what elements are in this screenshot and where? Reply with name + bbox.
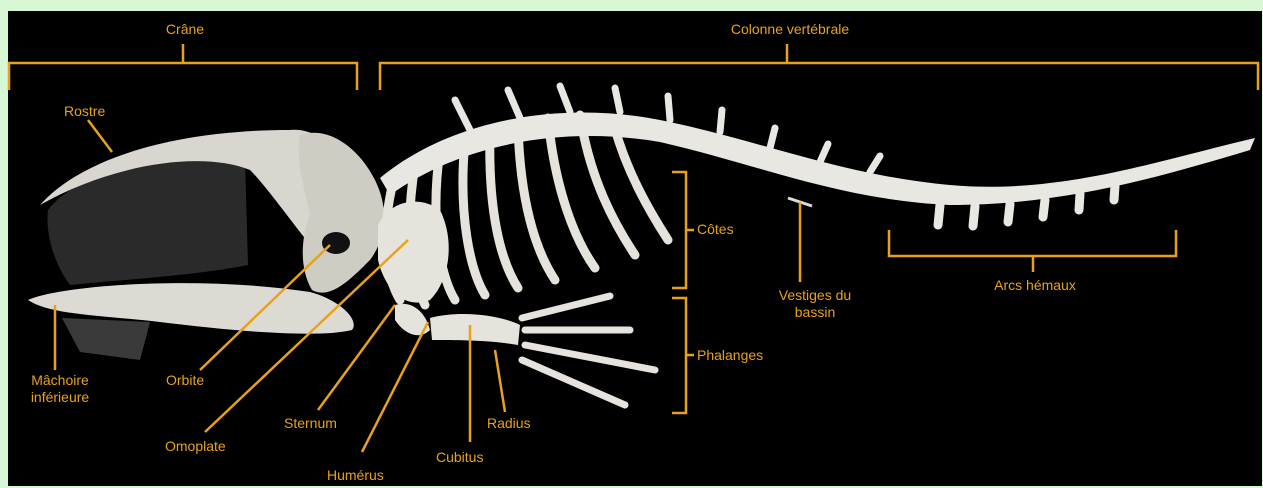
orbit-socket [322,232,350,254]
digit [522,360,625,405]
haemal-arch [938,205,940,225]
omoplate-label: Omoplate [165,438,226,455]
vertebral-column [380,112,1255,205]
rib [463,140,485,295]
colonne-bracket [380,44,1258,90]
spine [770,128,775,148]
sternum-label: Sternum [284,415,337,432]
scapula-bone [378,202,449,303]
machoire-label-line1: Mâchoire [20,372,100,389]
machoire-label: Mâchoire inférieure [20,372,100,406]
vestiges-label-line2: bassin [760,304,870,321]
rib [490,132,518,288]
haemal-arch [1043,200,1045,217]
arcs-bracket [889,230,1176,272]
baleen-lower [62,318,150,360]
vestiges-label-line1: Vestiges du [760,287,870,304]
radius-label: Radius [487,415,531,432]
spine [668,96,670,120]
haemal-arch [1114,186,1115,200]
digit [522,296,610,318]
humerus-leader [362,322,428,452]
arcs-label: Arcs hémaux [975,277,1095,294]
crane-label: Crâne [150,21,220,38]
vestiges-label: Vestiges du bassin [760,287,870,321]
spine [720,110,722,132]
orbite-label: Orbite [166,372,204,389]
humerus-label: Humérus [327,467,384,484]
cotes-label: Côtes [697,221,734,238]
spine [455,100,470,130]
spine [508,90,520,118]
haemal-arch [973,206,975,226]
haemal-arch [1008,204,1010,222]
machoire-label-line2: inférieure [20,389,100,406]
spine [560,86,570,112]
crane-bracket [9,44,357,90]
skull-cranium [299,133,384,293]
cubitus-label: Cubitus [436,449,483,466]
spine [820,144,828,162]
rostre-label: Rostre [64,103,105,120]
phalanges-label: Phalanges [697,347,763,364]
colonne-label: Colonne vertébrale [700,21,880,38]
spine [870,156,880,172]
rostre-leader [88,120,112,152]
haemal-arch [1079,194,1080,210]
phalanges-bracket [672,298,694,413]
cotes-bracket [672,172,694,288]
spine [615,88,620,112]
phalanges-bones [522,296,655,405]
forearm-bones [430,314,520,345]
radius-leader [495,350,505,412]
